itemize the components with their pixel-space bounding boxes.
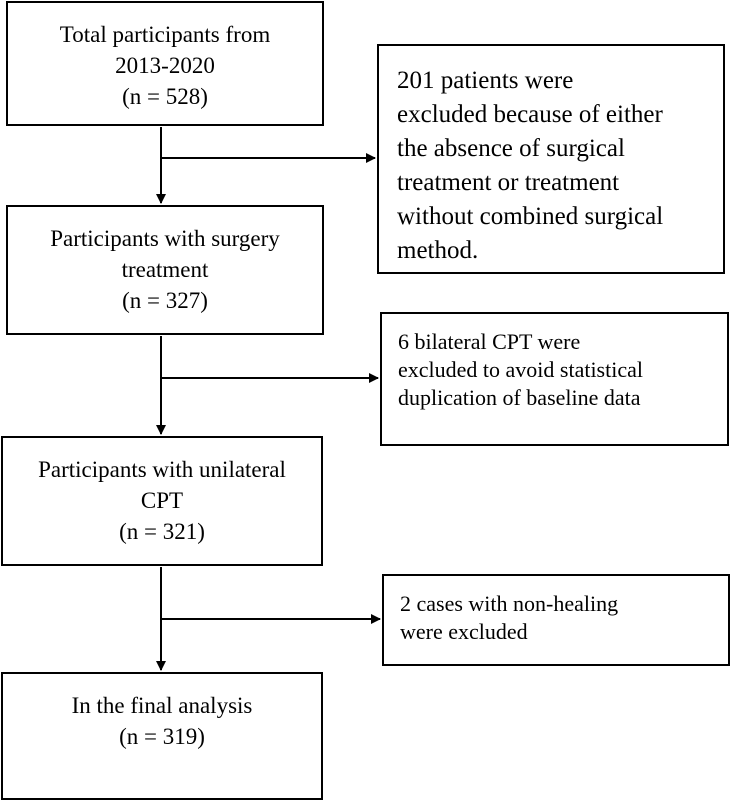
node-unilateral-participants-line-1: Participants with unilateral <box>38 457 286 482</box>
node-surgery-participants-line-3: (n = 327) <box>122 288 208 313</box>
exclusion-box-201-patients: 201 patients were excluded because of ei… <box>377 44 725 274</box>
node-surgery-participants: Participants with surgery treatment (n =… <box>6 205 324 335</box>
exclusion-1-line-2: excluded because of either <box>397 101 663 128</box>
node-surgery-participants-line-1: Participants with surgery <box>50 226 280 251</box>
exclusion-box-non-healing: 2 cases with non-healing were excluded <box>382 574 730 666</box>
node-unilateral-participants-line-3: (n = 321) <box>119 519 205 544</box>
node-final-analysis-line-2: (n = 319) <box>119 724 205 749</box>
node-final-analysis: In the final analysis (n = 319) <box>1 672 323 800</box>
node-total-participants-line-3: (n = 528) <box>122 84 208 109</box>
node-surgery-participants-line-2: treatment <box>121 257 209 282</box>
exclusion-1-line-6: method. <box>397 237 479 264</box>
exclusion-2-line-2: excluded to avoid statistical <box>398 357 643 382</box>
exclusion-2-line-1: 6 bilateral CPT were <box>398 329 581 354</box>
node-total-participants-line-1: Total participants from <box>59 22 271 47</box>
exclusion-box-bilateral-cpt: 6 bilateral CPT were excluded to avoid s… <box>380 312 729 446</box>
exclusion-1-line-4: treatment or treatment <box>397 169 620 196</box>
exclusion-1-line-3: the absence of surgical <box>397 135 625 162</box>
node-total-participants: Total participants from 2013-2020 (n = 5… <box>6 1 324 126</box>
exclusion-2-line-3: duplication of baseline data <box>398 385 641 410</box>
node-final-analysis-line-1: In the final analysis <box>71 693 253 718</box>
node-unilateral-participants-line-2: CPT <box>140 488 184 513</box>
node-total-participants-line-2: 2013-2020 <box>115 53 215 78</box>
node-unilateral-participants: Participants with unilateral CPT (n = 32… <box>1 436 323 566</box>
exclusion-1-line-5: without combined surgical <box>397 203 664 230</box>
exclusion-3-line-1: 2 cases with non-healing <box>400 591 619 616</box>
exclusion-1-line-1: 201 patients were <box>397 67 574 94</box>
exclusion-3-line-2: were excluded <box>400 619 528 644</box>
